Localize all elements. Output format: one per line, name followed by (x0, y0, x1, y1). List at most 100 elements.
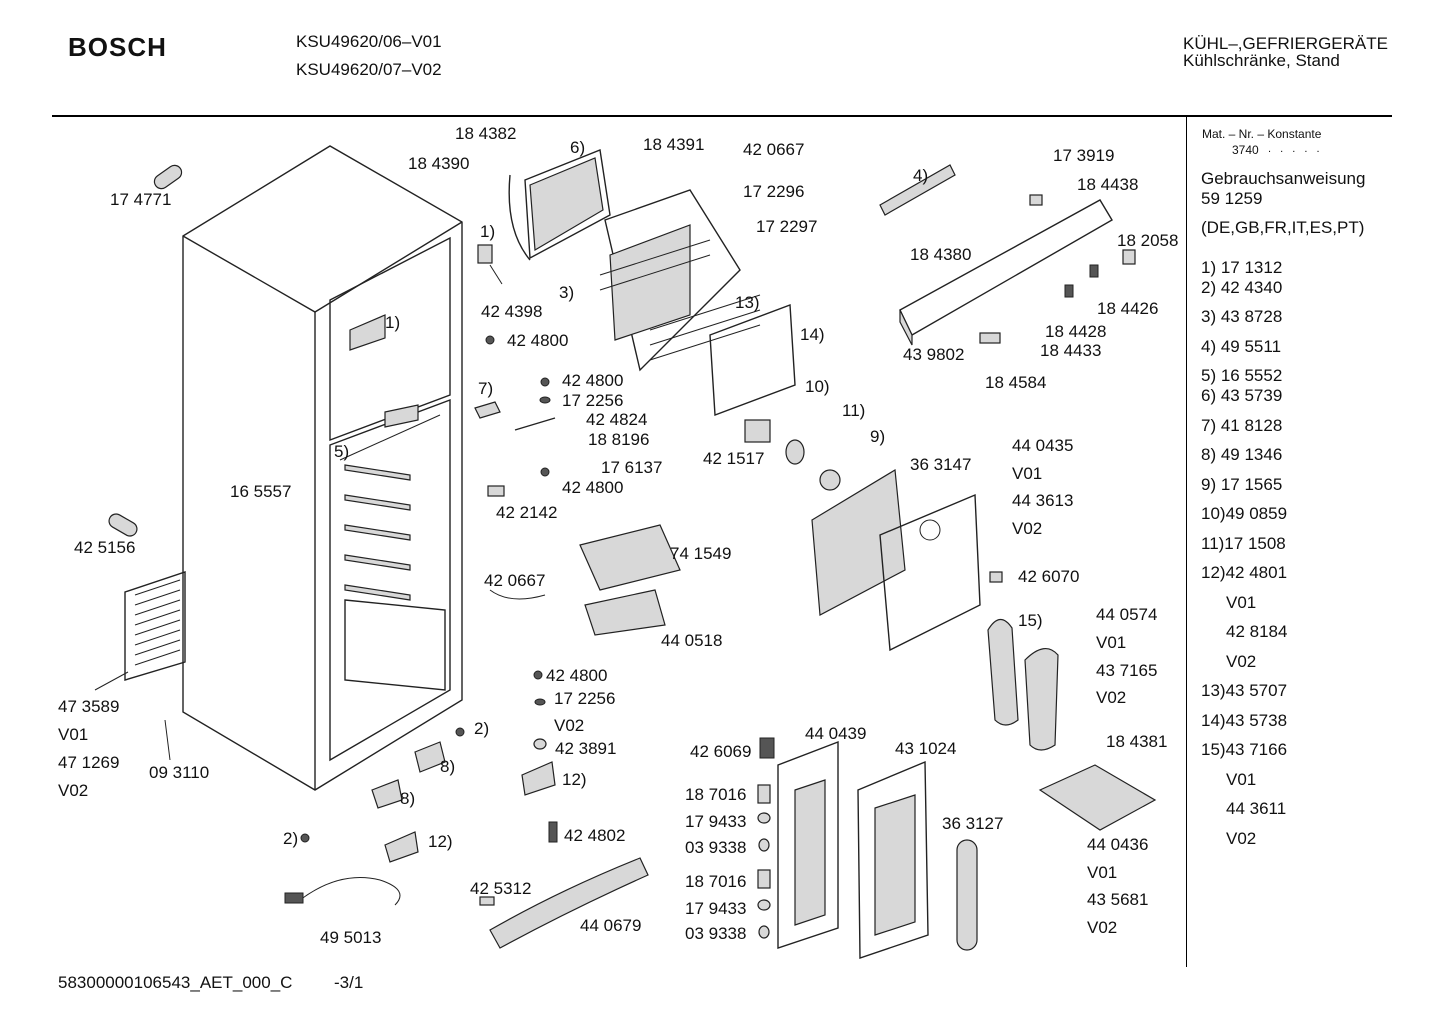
callout-label: 6) (570, 138, 586, 157)
part-label: 42 5312 (470, 879, 532, 898)
sidebar-item: 15)43 7166 (1201, 740, 1288, 759)
part-label: 17 9433 (685, 899, 747, 918)
cabinet-drawing (182, 145, 463, 791)
part-label: 42 4800 (562, 371, 624, 390)
part-label: 42 0667 (484, 571, 546, 590)
sidebar-item: 1) 17 1312 (1201, 258, 1283, 277)
part-label: 18 4438 (1077, 175, 1139, 194)
part-label: 43 1024 (895, 739, 957, 758)
sidebar-item: 7) 41 8128 (1201, 416, 1283, 435)
part-label: 16 5557 (230, 482, 292, 501)
callout-label: 2) (474, 719, 490, 738)
sidebar-item: V02 (1226, 652, 1257, 671)
callout-label: 12) (428, 832, 453, 851)
part-label: 42 4800 (546, 666, 608, 685)
part-label: 42 6069 (690, 742, 752, 761)
callout-label: 9) (870, 427, 886, 446)
part-label: 42 4824 (586, 410, 648, 429)
variant-label: V01 (1096, 633, 1127, 652)
sidebar-item: 4) 49 5511 (1201, 337, 1282, 356)
part-label: 18 7016 (685, 872, 747, 891)
part-label: 44 0439 (805, 724, 867, 743)
category-title: KÜHL–,GEFRIERGERÄTE (1183, 34, 1388, 53)
part-label: 42 2142 (496, 503, 558, 522)
sidebar-item: 44 3611 (1226, 799, 1287, 818)
part-label: 18 4391 (643, 135, 705, 154)
page-number: -3/1 (334, 973, 364, 992)
part-label: 42 1517 (703, 449, 765, 468)
part-label: 18 4380 (910, 245, 972, 264)
part-label: 18 4433 (1040, 341, 1102, 360)
sidebar-item: 5) 16 5552 (1201, 366, 1283, 385)
callout-label: 12) (562, 770, 587, 789)
part-label: 17 3919 (1053, 146, 1115, 165)
callout-label: 7) (478, 379, 494, 398)
part-label: 36 3147 (910, 455, 972, 474)
model-number-1: KSU49620/06–V01 (296, 32, 442, 51)
hinge-covers (987, 618, 1157, 831)
callout-label: 8) (440, 757, 456, 776)
mat-number-label: Mat. – Nr. – Konstante (1202, 127, 1322, 141)
part-label: 36 3127 (942, 814, 1004, 833)
part-label: 49 5013 (320, 928, 382, 947)
part-label: 17 2256 (562, 391, 624, 410)
variant-label: V01 (58, 725, 89, 744)
variant-label: V02 (58, 781, 89, 800)
shelf-supports (489, 524, 681, 636)
model-number-2: KSU49620/07–V02 (296, 60, 442, 79)
part-label: 18 4390 (408, 154, 470, 173)
base-parts (164, 670, 649, 949)
sidebar-item: 42 8184 (1226, 622, 1288, 641)
part-label: 18 4426 (1097, 299, 1159, 318)
door-panels (757, 737, 978, 959)
part-label: 43 9802 (903, 345, 965, 364)
control-panel-drawing (879, 164, 1136, 346)
part-label: 18 8196 (588, 430, 650, 449)
sidebar-item: 2) 42 4340 (1201, 278, 1283, 297)
part-label: 44 0436 (1087, 835, 1149, 854)
part-label: 18 7016 (685, 785, 747, 804)
callout-label: 14) (800, 325, 825, 344)
sidebar-item: 14)43 5738 (1201, 711, 1288, 730)
part-label: 17 2256 (554, 689, 616, 708)
back-panels (811, 468, 1003, 652)
part-label: 42 5156 (74, 538, 136, 557)
part-label: 17 2296 (743, 182, 805, 201)
callout-label: 10) (805, 377, 830, 396)
manual-number: 59 1259 (1201, 189, 1263, 208)
sidebar-item: 12)42 4801 (1201, 563, 1288, 582)
variant-label: V01 (1087, 863, 1118, 882)
category-subtitle: Kühlschränke, Stand (1183, 51, 1340, 70)
variant-label: V02 (554, 716, 585, 735)
sidebar-item: 3) 43 8728 (1201, 307, 1283, 326)
part-label: 42 0667 (743, 140, 805, 159)
sidebar-item: V02 (1226, 829, 1257, 848)
variant-label: V01 (1012, 464, 1043, 483)
part-label: 18 4382 (455, 124, 517, 143)
part-label: 44 0518 (661, 631, 723, 650)
part-label: 18 4428 (1045, 322, 1107, 341)
part-label: 17 6137 (601, 458, 663, 477)
part-label: 42 4800 (562, 478, 624, 497)
part-label: 42 3891 (555, 739, 617, 758)
header-divider (52, 115, 1392, 117)
variant-label: V02 (1087, 918, 1118, 937)
sidebar-item: 11)17 1508 (1201, 534, 1286, 553)
cylinder-parts (108, 164, 183, 537)
sidebar-item: 6) 43 5739 (1201, 386, 1283, 405)
part-label: 17 2297 (756, 217, 818, 236)
part-label: 44 0679 (580, 916, 642, 935)
callout-label: 11) (842, 401, 866, 420)
callout-label: 4) (913, 166, 929, 185)
sidebar-item: V01 (1226, 593, 1257, 612)
part-label: 09 3110 (149, 763, 210, 782)
part-label: 47 3589 (58, 697, 120, 716)
sidebar-item: 9) 17 1565 (1201, 475, 1283, 494)
part-label: 18 4381 (1106, 732, 1168, 751)
part-label: 18 4584 (985, 373, 1047, 392)
callout-label: 8) (400, 789, 416, 808)
part-label: 17 9433 (685, 812, 747, 831)
mat-number-dots: . . . . . (1268, 143, 1323, 155)
